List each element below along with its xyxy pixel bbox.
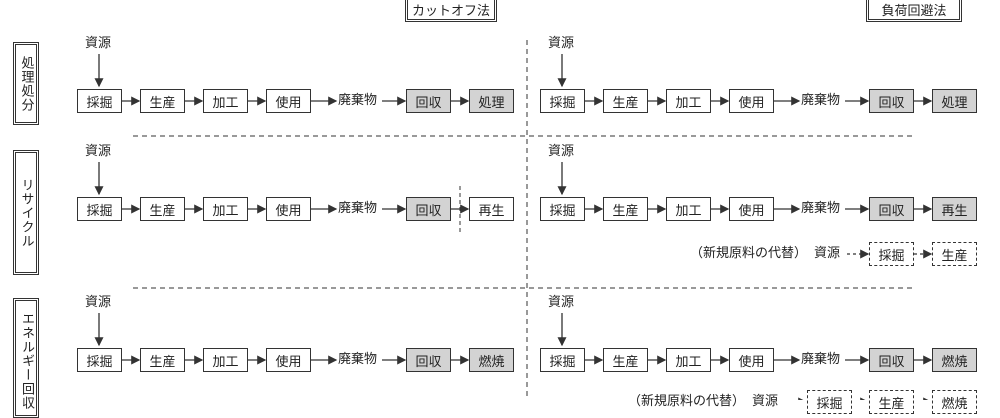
row-label-disposal: 処理処分 bbox=[13, 42, 39, 125]
cutoff-disposal-use-box: 使用 bbox=[266, 89, 311, 113]
avoided-recycle-substitution-production-box: 生産 bbox=[932, 242, 977, 266]
cutoff-recycle-processing-box: 加工 bbox=[203, 197, 248, 221]
cutoff-disposal-treatment-box: 処理 bbox=[469, 89, 514, 113]
cutoff-disposal-production-box: 生産 bbox=[140, 89, 185, 113]
avoided-recycle-substitution-resource: 資源 bbox=[814, 246, 841, 261]
avoided-energy-production-box: 生産 bbox=[603, 348, 648, 372]
avoided-recycle-processing-box: 加工 bbox=[666, 197, 711, 221]
cutoff-energy-mining-box: 採掘 bbox=[77, 348, 122, 372]
avoided-recycle-substitution-mining-box: 採掘 bbox=[869, 242, 914, 266]
avoided-disposal-mining-box: 採掘 bbox=[540, 89, 585, 113]
cutoff-disposal-waste-label: 廃棄物 bbox=[338, 93, 378, 108]
avoided-disposal-treatment-box: 処理 bbox=[932, 89, 977, 113]
cutoff-method-header: カットオフ法 bbox=[405, 0, 497, 22]
avoided-energy-substitution-mining-box: 採掘 bbox=[807, 390, 852, 414]
avoided-energy-substitution-combustion-box: 燃焼 bbox=[932, 390, 977, 414]
avoided-energy-waste-label: 廃棄物 bbox=[801, 352, 841, 367]
avoided-energy-collection-box: 回収 bbox=[869, 348, 914, 372]
avoided-recycle-use-box: 使用 bbox=[729, 197, 774, 221]
cutoff-recycle-production-box: 生産 bbox=[140, 197, 185, 221]
avoided-energy-processing-box: 加工 bbox=[666, 348, 711, 372]
avoided-disposal-collection-box: 回収 bbox=[869, 89, 914, 113]
flow-arrows bbox=[94, 40, 933, 400]
avoided-recycle-production-box: 生産 bbox=[603, 197, 648, 221]
avoided-disposal-use-box: 使用 bbox=[729, 89, 774, 113]
cutoff-energy-production-box: 生産 bbox=[140, 348, 185, 372]
cutoff-recycle-waste-label: 廃棄物 bbox=[338, 201, 378, 216]
avoided-recycle-waste-label: 廃棄物 bbox=[801, 201, 841, 216]
cutoff-disposal-collection-box: 回収 bbox=[406, 89, 451, 113]
cutoff-recycle-use-box: 使用 bbox=[266, 197, 311, 221]
cutoff-energy-use-box: 使用 bbox=[266, 348, 311, 372]
cutoff-energy-waste-label: 廃棄物 bbox=[338, 352, 378, 367]
avoided-energy-substitution-label: （新規原料の代替） bbox=[628, 394, 746, 409]
avoided-disposal-processing-box: 加工 bbox=[666, 89, 711, 113]
cutoff-disposal-mining-box: 採掘 bbox=[77, 89, 122, 113]
avoided-disposal-production-box: 生産 bbox=[603, 89, 648, 113]
avoided-disposal-waste-label: 廃棄物 bbox=[801, 93, 841, 108]
cutoff-disposal-resource-label: 資源 bbox=[85, 36, 112, 51]
cutoff-disposal-processing-box: 加工 bbox=[203, 89, 248, 113]
row-label-energy-recovery: エネルギー回収 bbox=[13, 298, 39, 418]
avoided-energy-combustion-box: 燃焼 bbox=[932, 348, 977, 372]
cutoff-recycle-resource-label: 資源 bbox=[85, 144, 112, 159]
avoided-burden-method-header: 負荷回避法 bbox=[866, 0, 962, 22]
cutoff-energy-processing-box: 加工 bbox=[203, 348, 248, 372]
avoided-energy-use-box: 使用 bbox=[729, 348, 774, 372]
cutoff-recycle-collection-box: 回収 bbox=[406, 197, 451, 221]
avoided-recycle-resource-label: 資源 bbox=[548, 144, 575, 159]
avoided-energy-resource-label: 資源 bbox=[548, 295, 575, 310]
cutoff-energy-resource-label: 資源 bbox=[85, 295, 112, 310]
avoided-recycle-mining-box: 採掘 bbox=[540, 197, 585, 221]
cutoff-energy-combustion-box: 燃焼 bbox=[469, 348, 514, 372]
row-label-recycle: リサイクル bbox=[13, 150, 39, 275]
cutoff-recycle-mining-box: 採掘 bbox=[77, 197, 122, 221]
avoided-recycle-substitution-label: （新規原料の代替） bbox=[690, 246, 808, 261]
avoided-recycle-collection-box: 回収 bbox=[869, 197, 914, 221]
cutoff-recycle-regeneration-box: 再生 bbox=[469, 197, 514, 221]
avoided-energy-substitution-production-box: 生産 bbox=[869, 390, 914, 414]
cutoff-energy-collection-box: 回収 bbox=[406, 348, 451, 372]
avoided-energy-substitution-resource: 資源 bbox=[752, 394, 779, 409]
avoided-disposal-resource-label: 資源 bbox=[548, 36, 575, 51]
avoided-recycle-regeneration-box: 再生 bbox=[932, 197, 977, 221]
avoided-energy-mining-box: 採掘 bbox=[540, 348, 585, 372]
